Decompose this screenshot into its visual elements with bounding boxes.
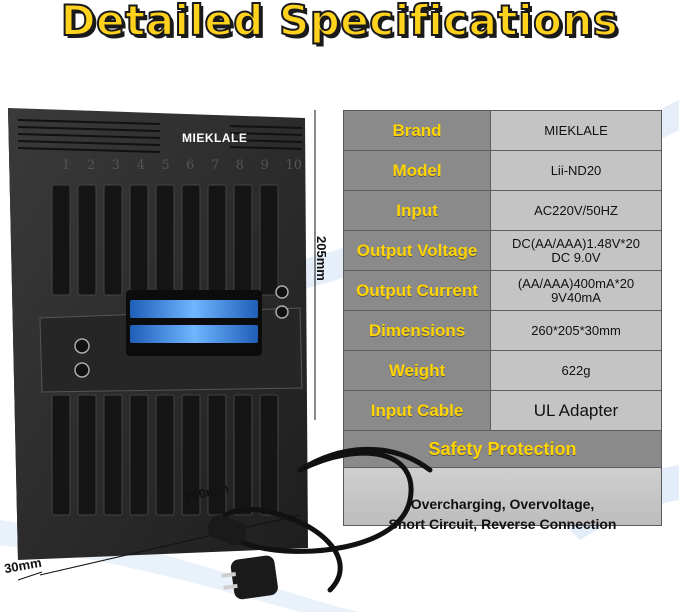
slot-number: 5	[161, 158, 170, 173]
spec-label: Output Current	[344, 271, 491, 310]
spec-value: MIEKLALE	[491, 111, 661, 150]
spec-row-output-current: Output Current (AA/AAA)400mA*20 9V40mA	[344, 271, 661, 311]
spec-value: 260*205*30mm	[491, 311, 661, 350]
slot-number: 4	[136, 158, 145, 173]
spec-row-input-cable: Input Cable UL Adapter	[344, 391, 661, 431]
spec-value-line: MIEKLALE	[544, 122, 608, 138]
slot-number: 9	[260, 158, 269, 173]
spec-value-line: UL Adapter	[533, 400, 619, 420]
page-title: Detailed Specifications	[60, 0, 619, 46]
spec-row-brand: Brand MIEKLALE	[344, 111, 661, 151]
safety-protection-body: Overcharging, Overvoltage, Short Circuit…	[344, 468, 661, 532]
spec-label: Brand	[344, 111, 491, 150]
spec-value-line: 622g	[561, 362, 591, 378]
spec-value: (AA/AAA)400mA*20 9V40mA	[491, 271, 661, 310]
safety-line: Short Circuit, Reverse Connection	[388, 516, 617, 532]
spec-table: Brand MIEKLALE Model Lii-ND20 Input AC22…	[343, 110, 662, 532]
slot-number-row: 1 2 3 4 5 6 7 8 9 10	[62, 158, 302, 173]
spec-value: 622g	[491, 351, 661, 390]
spec-value-line: AC220V/50HZ	[534, 202, 618, 218]
spec-row-weight: Weight 622g	[344, 351, 661, 391]
spec-label: Output Voltage	[344, 231, 491, 270]
spec-value: DC(AA/AAA)1.48V*20 DC 9.0V	[491, 231, 661, 270]
slot-number: 3	[111, 158, 120, 173]
slot-number: 8	[235, 158, 245, 173]
spec-value-line: DC 9.0V	[551, 249, 601, 265]
slot-number: 7	[210, 158, 220, 173]
spec-value-line: 260*205*30mm	[531, 322, 621, 338]
safety-line: Overcharging, Overvoltage,	[410, 496, 595, 512]
spec-label: Input	[344, 191, 491, 230]
spec-value-line: (AA/AAA)400mA*20	[517, 275, 635, 291]
spec-label: Dimensions	[344, 311, 491, 350]
spec-row-dimensions: Dimensions 260*205*30mm	[344, 311, 661, 351]
spec-value: AC220V/50HZ	[491, 191, 661, 230]
safety-protection-header: Safety Protection	[344, 431, 661, 468]
slot-number: 1	[62, 158, 71, 173]
slot-number: 10	[285, 158, 302, 173]
spec-row-output-voltage: Output Voltage DC(AA/AAA)1.48V*20 DC 9.0…	[344, 231, 661, 271]
slot-number: 2	[86, 158, 96, 173]
spec-label: Model	[344, 151, 491, 190]
spec-value: Lii-ND20	[491, 151, 661, 190]
spec-value-line: Lii-ND20	[550, 162, 602, 178]
spec-label: Weight	[344, 351, 491, 390]
slot-number: 6	[186, 158, 195, 173]
spec-value-line: DC(AA/AAA)1.48V*20	[512, 235, 640, 251]
spec-value: UL Adapter	[491, 391, 661, 430]
spec-label: Input Cable	[344, 391, 491, 430]
spec-value-line: 9V40mA	[551, 289, 601, 305]
spec-row-model: Model Lii-ND20	[344, 151, 661, 191]
height-dimension-label: 205mm	[314, 236, 329, 281]
spec-row-input: Input AC220V/50HZ	[344, 191, 661, 231]
device-brand-logo: MIEKLALE	[182, 131, 248, 145]
